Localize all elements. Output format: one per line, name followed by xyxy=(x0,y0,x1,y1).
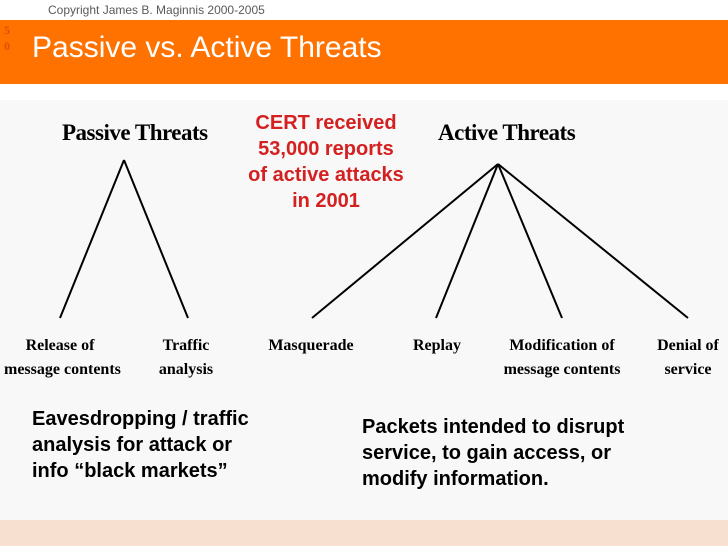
cert-line: of active attacks xyxy=(248,164,404,186)
active-threats-title: Active Threats xyxy=(438,120,576,145)
cert-line: 53,000 reports xyxy=(258,138,394,160)
active-connector-replay xyxy=(435,163,499,319)
leaf-traffic-analysis: Traffic analysis xyxy=(148,334,224,382)
leaf-label-line2: message contents xyxy=(4,361,121,378)
copyright-text: Copyright James B. Maginnis 2000-2005 xyxy=(48,3,265,17)
active-description: Packets intended to disrupt service, to … xyxy=(362,414,624,492)
passive-connector-traffic xyxy=(123,159,189,319)
leaf-masquerade: Masquerade xyxy=(262,334,360,358)
description-line: info “black markets” xyxy=(32,460,228,482)
active-connector-modification xyxy=(497,163,563,319)
slide-number-digit: 0 xyxy=(4,39,10,53)
slide-number: 5 0 xyxy=(4,22,16,54)
leaf-replay: Replay xyxy=(406,334,468,358)
diagram-panel xyxy=(0,100,728,520)
passive-connector-release xyxy=(59,159,125,319)
leaf-release-of-message-contents: Release of message contents xyxy=(4,334,121,382)
leaf-label-line2: message contents xyxy=(503,361,621,378)
description-line: service, to gain access, or xyxy=(362,442,612,464)
leaf-label-line1: Modification of xyxy=(509,337,615,354)
description-line: analysis for attack or xyxy=(32,434,233,456)
leaf-denial-of-service: Denial of service xyxy=(650,334,726,382)
footer-bar xyxy=(0,520,728,546)
cert-line: CERT received xyxy=(255,112,397,134)
active-connector-masquerade xyxy=(311,163,499,319)
description-line: Packets intended to disrupt xyxy=(362,416,625,438)
slide-title: Passive vs. Active Threats xyxy=(32,31,382,64)
leaf-label-line1: Replay xyxy=(413,337,461,354)
leaf-label-line1: Traffic xyxy=(162,337,210,354)
cert-callout: CERT received 53,000 reports of active a… xyxy=(226,110,426,214)
cert-line: in 2001 xyxy=(292,190,360,212)
passive-description: Eavesdropping / traffic analysis for att… xyxy=(32,406,249,484)
leaf-label-line1: Masquerade xyxy=(268,337,354,354)
leaf-label-line1: Release of xyxy=(25,337,95,354)
leaf-label-line1: Denial of xyxy=(657,337,719,354)
description-line: Eavesdropping / traffic xyxy=(32,408,249,430)
active-connector-denial xyxy=(497,163,689,319)
leaf-label-line2: analysis xyxy=(158,361,214,378)
leaf-label-line2: service xyxy=(664,361,712,378)
passive-threats-title: Passive Threats xyxy=(62,120,208,145)
leaf-modification-of-message-contents: Modification of message contents xyxy=(500,334,624,382)
slide-number-digit: 5 xyxy=(4,23,10,37)
header-bar xyxy=(0,20,728,84)
description-line: modify information. xyxy=(362,468,549,490)
